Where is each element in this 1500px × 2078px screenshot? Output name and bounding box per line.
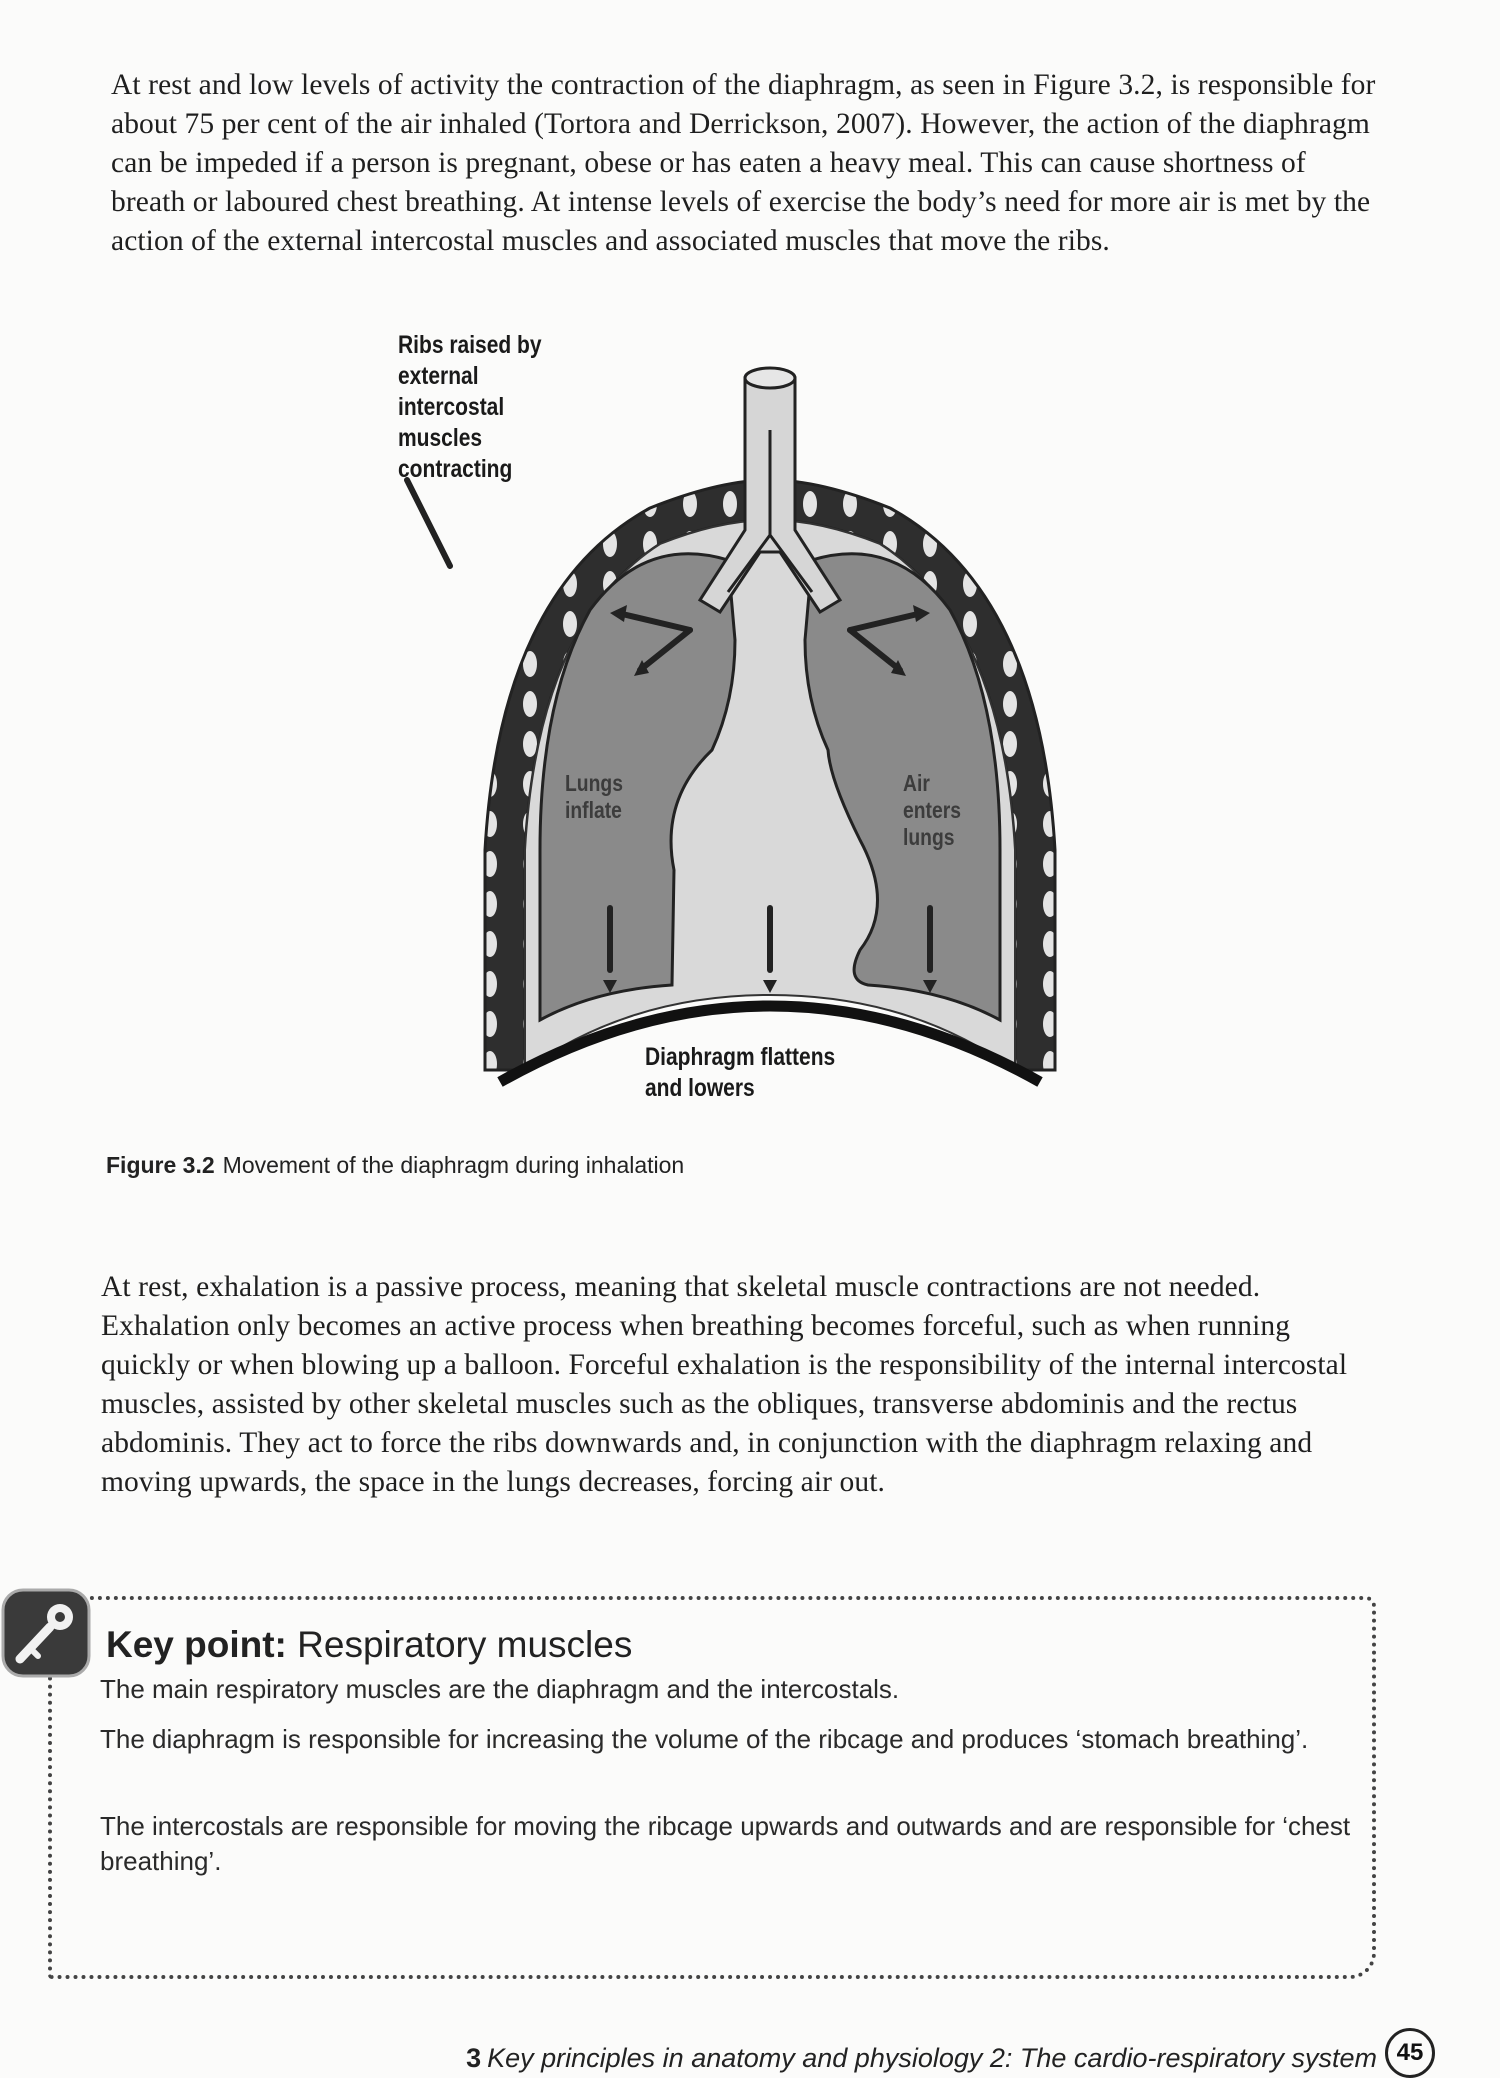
key-point-item: The intercostals are responsible for mov… bbox=[100, 1811, 1351, 1876]
key-icon bbox=[1, 1588, 91, 1678]
body-paragraph-2: At rest, exhalation is a passive process… bbox=[101, 1271, 1348, 1498]
diaphragm-figure: Ribs raised by external intercostal musc… bbox=[390, 330, 1150, 1120]
key-point-item: The main respiratory muscles are the dia… bbox=[100, 1674, 900, 1704]
chapter-number: 3 bbox=[466, 2043, 482, 2073]
key-point-title-prefix: Key point: bbox=[106, 1624, 287, 1665]
caption-number: Figure 3.2 bbox=[106, 1152, 215, 1178]
label-air-enters: Air enters lungs bbox=[903, 770, 961, 850]
key-point-title-text: Respiratory muscles bbox=[297, 1624, 633, 1665]
diaphragm bbox=[497, 1000, 1043, 1087]
key-point-title: Key point: Respiratory muscles bbox=[106, 1624, 632, 1666]
caption-text: Movement of the diaphragm during inhalat… bbox=[222, 1152, 685, 1178]
right-lung bbox=[803, 552, 1002, 1023]
label-lungs-inflate: Lungs inflate bbox=[565, 770, 623, 823]
key-point-box bbox=[48, 1596, 1376, 1979]
key-point-item: The diaphragm is responsible for increas… bbox=[100, 1724, 1309, 1754]
chapter-title: Key principles in anatomy and physiology… bbox=[487, 2043, 1377, 2073]
figure-caption: Figure 3.2 Movement of the diaphragm duri… bbox=[106, 1152, 684, 1179]
label-ribs-raised: Ribs raised by external intercostal musc… bbox=[398, 331, 542, 483]
label-diaphragm-flattens: Diaphragm flattens and lowers bbox=[645, 1043, 836, 1102]
left-lung bbox=[538, 552, 737, 1023]
lungs-diagram bbox=[404, 366, 1057, 1087]
body-paragraph-1: At rest and low levels of activity the c… bbox=[111, 69, 1376, 257]
page-number: 45 bbox=[1385, 2028, 1435, 2078]
